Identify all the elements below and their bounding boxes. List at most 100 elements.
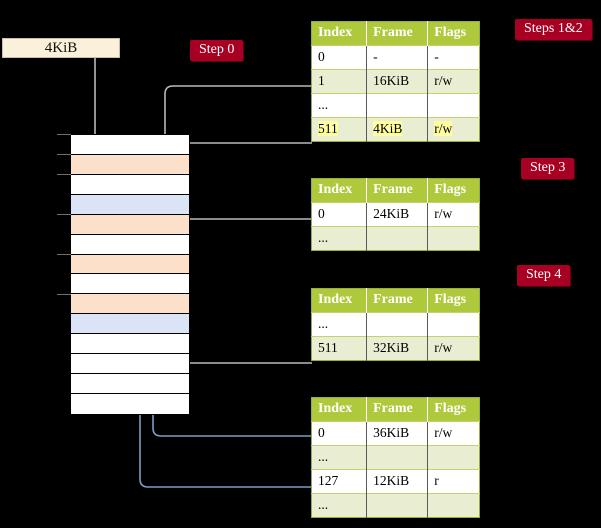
- table-cell: r/w: [427, 202, 480, 227]
- connector-step-4: [177, 316, 312, 364]
- table-cell: ...: [311, 312, 368, 337]
- column-header-frame: Frame: [366, 178, 429, 203]
- table-cell: [427, 445, 480, 470]
- badge-steps-1-2-label: Steps 1&2: [524, 21, 583, 36]
- table-cell: ...: [311, 226, 368, 251]
- column-header-flags: Flags: [427, 397, 480, 422]
- table-cell: 4KiB: [366, 117, 429, 142]
- table-cell: 32KiB: [366, 336, 429, 361]
- table-cell: r/w: [427, 421, 480, 446]
- table-cell: [366, 93, 429, 118]
- physical-memory-column: [70, 134, 190, 415]
- badge-step-3: Step 3: [521, 158, 575, 179]
- badge-step-0: Step 0: [190, 40, 244, 61]
- table-cell: 36KiB: [366, 421, 429, 446]
- memory-frame-row: [71, 393, 189, 414]
- table-cell: r/w: [427, 336, 480, 361]
- column-header-index: Index: [311, 397, 368, 422]
- table-row: ...: [311, 445, 480, 470]
- memory-frame-row: [71, 194, 189, 215]
- table-cell: [427, 493, 480, 518]
- table-cell: [427, 93, 480, 118]
- column-header-frame: Frame: [366, 288, 429, 313]
- column-header-flags: Flags: [427, 288, 480, 313]
- table-row: ...: [311, 226, 480, 251]
- highlighted-value: 511: [318, 121, 338, 136]
- column-header-frame: Frame: [366, 21, 429, 46]
- table-cell: [366, 226, 429, 251]
- memory-frame-row: [71, 374, 189, 394]
- table-row: ...: [311, 93, 480, 118]
- memory-frame-row: [71, 334, 189, 355]
- memory-tick: [57, 174, 71, 175]
- memory-frame-row: [71, 135, 189, 155]
- table-cell: [427, 226, 480, 251]
- memory-tick: [57, 294, 71, 295]
- memory-tick: [57, 214, 71, 215]
- badge-step-0-label: Step 0: [199, 42, 235, 57]
- table-cell: r/w: [427, 69, 480, 94]
- source-frame-label: 4KiB: [44, 39, 78, 56]
- table-cell: [427, 312, 480, 337]
- table-cell: ...: [311, 445, 368, 470]
- connector-step-3: [178, 218, 312, 262]
- memory-frame-row: [71, 274, 189, 295]
- column-header-flags: Flags: [427, 178, 480, 203]
- table-cell: 127: [311, 469, 368, 494]
- table-cell: 0: [311, 202, 368, 227]
- memory-frame-row: [71, 214, 189, 235]
- badge-step-4: Step 4: [517, 265, 571, 286]
- badge-step-3-label: Step 3: [530, 160, 566, 175]
- source-frame-box: 4KiB: [2, 38, 120, 58]
- badge-steps-1-2: Steps 1&2: [515, 19, 592, 40]
- column-header-index: Index: [311, 288, 368, 313]
- memory-frame-row: [71, 154, 189, 175]
- memory-frame-row: [71, 354, 189, 375]
- memory-frame-row: [71, 234, 189, 255]
- table-cell: [366, 493, 429, 518]
- table-cell: 0: [311, 421, 368, 446]
- highlighted-value: r/w: [434, 121, 453, 136]
- table-row: ...: [311, 493, 480, 518]
- highlighted-value: 4KiB: [373, 121, 403, 136]
- table-cell: 1: [311, 69, 368, 94]
- column-header-index: Index: [311, 21, 368, 46]
- table-row: 511 4KiB r/w: [311, 117, 480, 142]
- table-cell: [366, 312, 429, 337]
- table-cell: 12KiB: [366, 469, 429, 494]
- memory-tick: [57, 154, 71, 155]
- column-header-frame: Frame: [366, 397, 429, 422]
- column-header-flags: Flags: [427, 21, 480, 46]
- table-cell: r/w: [427, 117, 480, 142]
- table-cell: ...: [311, 493, 368, 518]
- memory-frame-row: [71, 254, 189, 275]
- table-cell: -: [366, 45, 429, 70]
- table-cell: 16KiB: [366, 69, 429, 94]
- table-cell: ...: [311, 93, 368, 118]
- memory-tick: [57, 254, 71, 255]
- memory-frame-row: [71, 294, 189, 315]
- table-cell: r: [427, 469, 480, 494]
- table-cell: 511: [311, 336, 368, 361]
- table-cell: 24KiB: [366, 202, 429, 227]
- table-cell: [366, 445, 429, 470]
- memory-frame-row: [71, 174, 189, 195]
- memory-frame-row: [71, 314, 189, 335]
- badge-step-4-label: Step 4: [526, 267, 562, 282]
- table-cell: -: [427, 45, 480, 70]
- table-row: ...: [311, 312, 480, 337]
- table-cell: 511: [311, 117, 368, 142]
- table-cell: 0: [311, 45, 368, 70]
- memory-tick: [57, 134, 71, 135]
- column-header-index: Index: [311, 178, 368, 203]
- table-row: 0--: [311, 45, 480, 70]
